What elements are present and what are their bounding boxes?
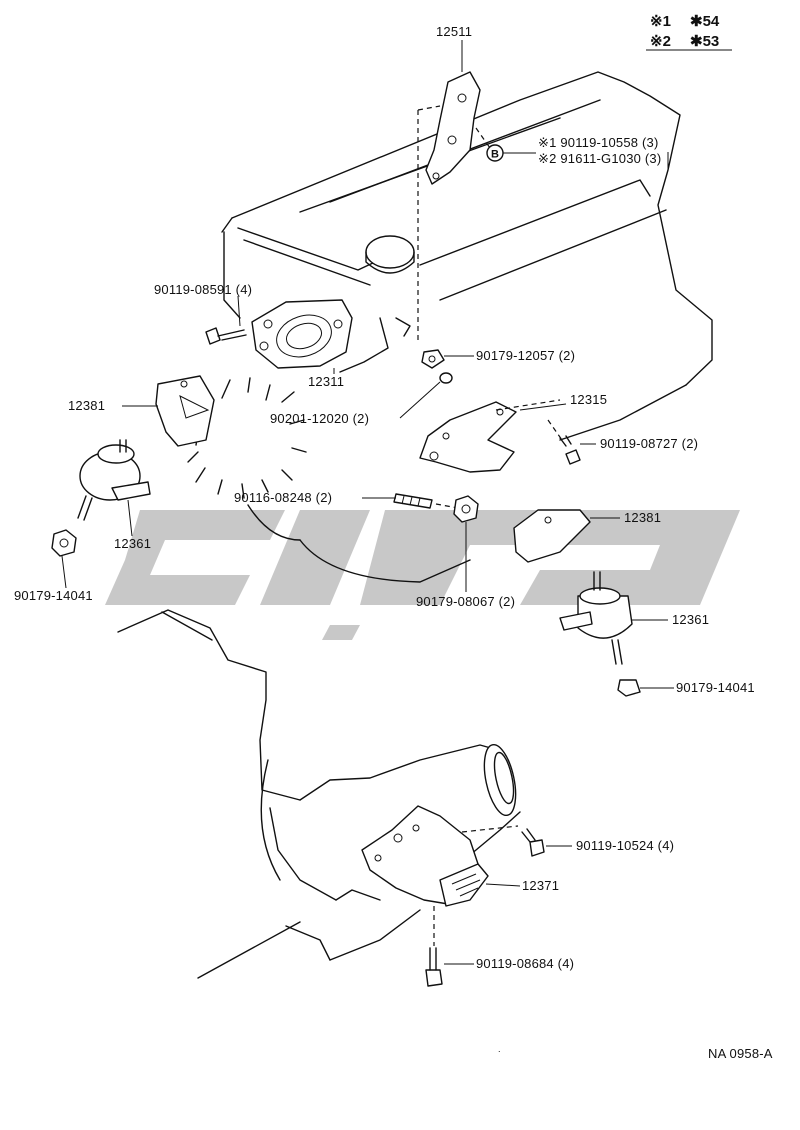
assembly-guide-line-bolt (475, 127, 491, 149)
label-12371: 12371 (522, 878, 559, 893)
label-91611-g1030: ※2 91611-G1030 (3) (538, 151, 661, 166)
part-12371-rear-mount (361, 805, 489, 907)
bolt-90119-08727 (559, 435, 581, 465)
label-90119-08727: 90119-08727 (2) (600, 436, 698, 451)
assembly-guide-line-12511-top (417, 105, 441, 111)
washer-90201-12020 (439, 372, 453, 384)
note-1-mark: ※1 (650, 13, 671, 30)
bolt-90119-08591 (205, 327, 247, 345)
label-90179-14041-left: 90179-14041 (14, 588, 93, 603)
part-12361-left-mount (77, 439, 151, 521)
nut-90179-14041-left (51, 529, 77, 557)
label-12361-right: 12361 (672, 612, 709, 627)
transmission-outline (117, 609, 521, 979)
label-90119-10524: 90119-10524 (4) (576, 838, 674, 853)
part-12381-right-bracket (513, 509, 591, 563)
callout-labels: 12511 ※1 90119-10558 (3) ※2 91611-G1030 … (14, 24, 755, 971)
part-12361-right-mount (559, 571, 633, 665)
part-12381-left-bracket (155, 375, 215, 447)
nut-90179-12057 (421, 349, 445, 369)
part-12311-plate (251, 299, 353, 369)
label-90119-10558: ※1 90119-10558 (3) (538, 135, 659, 150)
label-12361-left: 12361 (114, 536, 151, 551)
label-90119-08684: 90119-08684 (4) (476, 956, 574, 971)
part-12511-bracket (425, 71, 481, 185)
label-90179-14041-right: 90179-14041 (676, 680, 755, 695)
label-90201-12020: 90201-12020 (2) (270, 411, 369, 426)
label-90179-08067: 90179-08067 (2) (416, 594, 515, 609)
guide-line-12315 (495, 399, 561, 411)
stud-90116-08248 (393, 493, 433, 509)
engine-block-outline (221, 71, 713, 583)
label-12511: 12511 (436, 24, 472, 39)
figure-code: NA 0958-A (708, 1046, 773, 1061)
label-12381-right: 12381 (624, 510, 661, 525)
label-90179-12057: 90179-12057 (2) (476, 348, 575, 363)
label-90119-08591: 90119-08591 (4) (154, 282, 252, 297)
leader-lines (61, 40, 674, 965)
marker-b-label: B (491, 149, 499, 161)
note-2-value: ✱53 (690, 33, 719, 50)
marker-b: B (486, 144, 504, 162)
bolt-90119-10524 (521, 828, 545, 857)
guide-line-10524 (461, 825, 519, 833)
guide-line-08727 (547, 419, 563, 441)
faint-dot-mark: . (498, 1044, 501, 1054)
part-12315-bracket (419, 401, 517, 473)
nut-90179-14041-right (617, 679, 641, 697)
label-90116-08248: 90116-08248 (2) (234, 490, 332, 505)
label-12381-left: 12381 (68, 398, 105, 413)
note-2-mark: ※2 (650, 33, 671, 50)
label-12315: 12315 (570, 392, 607, 407)
bolt-90119-08684 (425, 947, 443, 987)
header-notes: ※1 ✱54 ※2 ✱53 (646, 13, 732, 51)
nut-90179-08067 (453, 495, 479, 523)
note-1-value: ✱54 (690, 13, 720, 30)
label-12311: 12311 (308, 374, 344, 389)
